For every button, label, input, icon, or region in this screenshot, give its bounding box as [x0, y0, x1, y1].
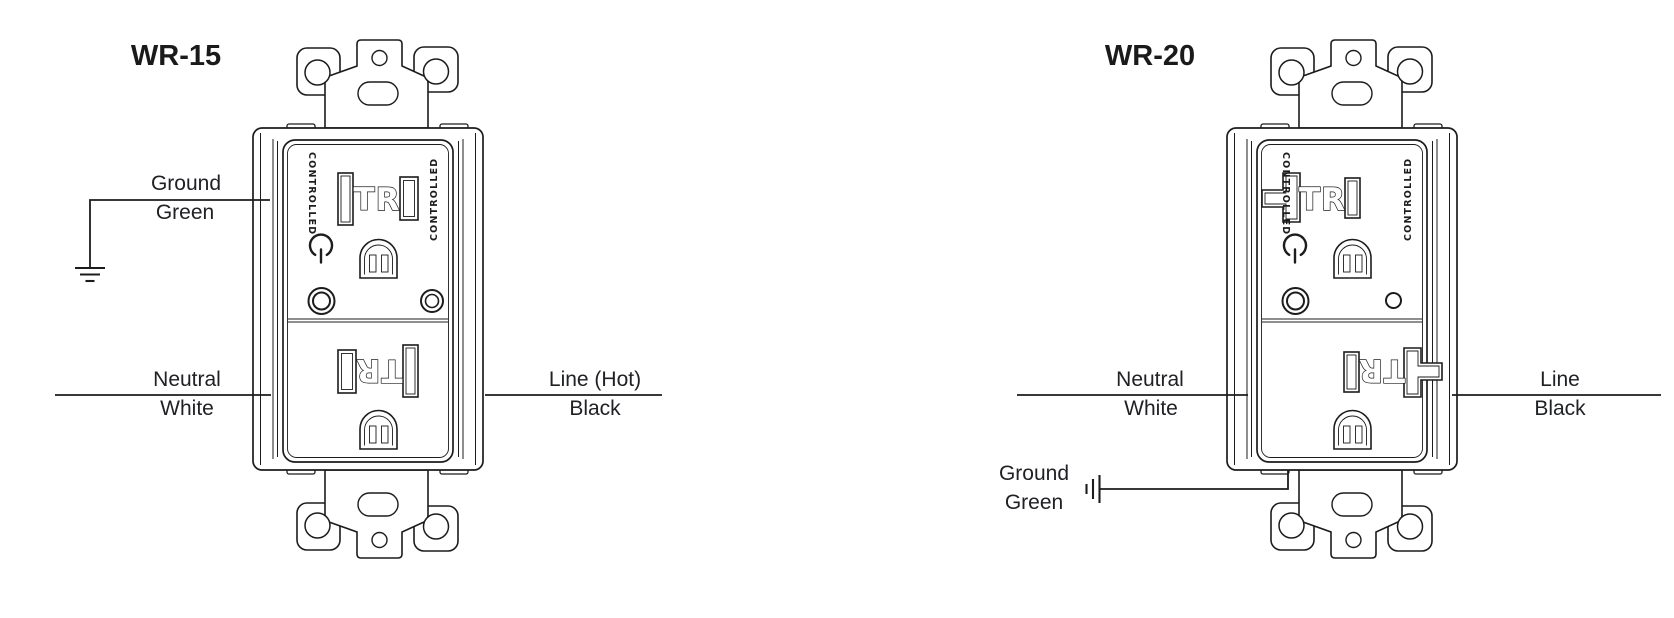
controlled-label-left: CONTROLLED	[306, 152, 317, 235]
wr15-ground-label: Ground	[150, 172, 222, 195]
upper-ground-hole	[1333, 238, 1372, 279]
wr20-ground-color-label: Green	[1004, 491, 1064, 514]
top-mounting-strap	[296, 39, 459, 129]
wr20-line-color-label: Black	[1534, 397, 1586, 420]
lower-ground-hole	[359, 409, 398, 450]
wr20-neutral-color-label: White	[1124, 397, 1178, 420]
bottom-mounting-strap	[1270, 469, 1433, 559]
ground-symbol-wr20	[1085, 475, 1101, 503]
status-ring-inner	[312, 291, 331, 311]
wr15-neutral-color-label: White	[160, 397, 214, 420]
button-ring-inner	[424, 293, 440, 309]
outlet-wr20: CONTROLLED CONTROLLED	[1226, 39, 1458, 559]
ground-symbol-wr15	[75, 266, 105, 283]
wr15-title: WR-15	[130, 40, 222, 72]
button-dot	[1385, 292, 1402, 309]
controlled-label-right: CONTROLLED	[1403, 158, 1414, 241]
wire-ground-wr20	[1100, 470, 1289, 490]
wr20-line-label: Line	[1540, 368, 1580, 391]
wr20-ground-label: Ground	[998, 462, 1070, 485]
bottom-mounting-strap	[296, 469, 459, 559]
controlled-label-right: CONTROLLED	[429, 158, 440, 241]
wr15-line-label: Line (Hot)	[548, 368, 642, 391]
wr20-neutral-label: Neutral	[1116, 368, 1184, 391]
wr15-ground-color-label: Green	[155, 201, 215, 224]
lower-ground-hole	[1333, 409, 1372, 450]
wr15-neutral-label: Neutral	[153, 368, 221, 391]
controlled-label-left: CONTROLLED	[1280, 152, 1291, 235]
wire-ground-wr15	[89, 199, 270, 268]
upper-ground-hole	[359, 238, 398, 279]
status-ring-inner	[1286, 291, 1305, 311]
top-mounting-strap	[1270, 39, 1433, 129]
wr15-line-color-label: Black	[569, 397, 621, 420]
wr20-title: WR-20	[1104, 40, 1196, 72]
outlet-wr15: CONTROLLED CONTROLLED	[252, 39, 484, 559]
